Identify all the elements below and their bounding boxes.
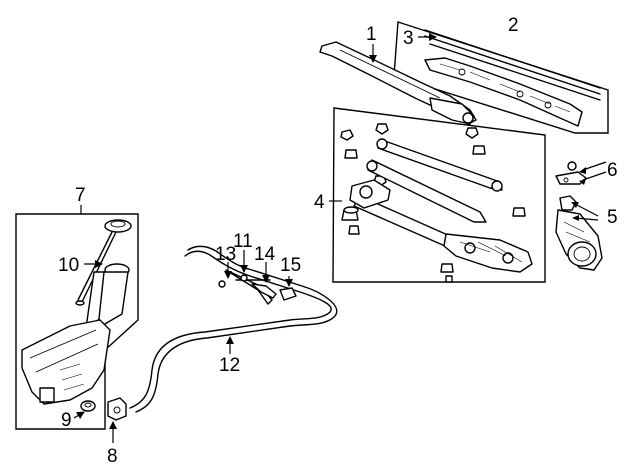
callout-5: 5 <box>607 207 618 228</box>
linkage-hardware <box>340 123 526 283</box>
callout-9: 9 <box>61 410 72 431</box>
washer-hose <box>129 245 338 413</box>
callout-3: 3 <box>403 28 414 49</box>
callout-13: 13 <box>215 244 236 265</box>
callout-12: 12 <box>219 355 240 376</box>
washer-pump <box>107 397 127 421</box>
callout-labels: 1 2 3 4 5 6 7 8 9 10 11 12 13 14 15 <box>58 15 618 467</box>
callout-7: 7 <box>75 185 86 206</box>
callout-14: 14 <box>254 244 276 265</box>
callout-8: 8 <box>107 446 118 467</box>
wiper-blade-panel <box>393 21 609 134</box>
callout-11: 11 <box>233 231 253 252</box>
callout-10: 10 <box>58 255 79 276</box>
wiper-arm <box>319 41 477 125</box>
wiper-motor <box>555 195 603 271</box>
callout-1: 1 <box>366 24 377 45</box>
callout-6: 6 <box>607 160 618 181</box>
callout-4: 4 <box>314 192 325 213</box>
leader-lines <box>73 33 607 443</box>
callout-15: 15 <box>280 255 301 276</box>
nozzle-parts <box>218 274 297 301</box>
reservoir-panel <box>15 213 139 430</box>
linkage-panel <box>332 107 546 283</box>
callout-2: 2 <box>508 15 519 36</box>
